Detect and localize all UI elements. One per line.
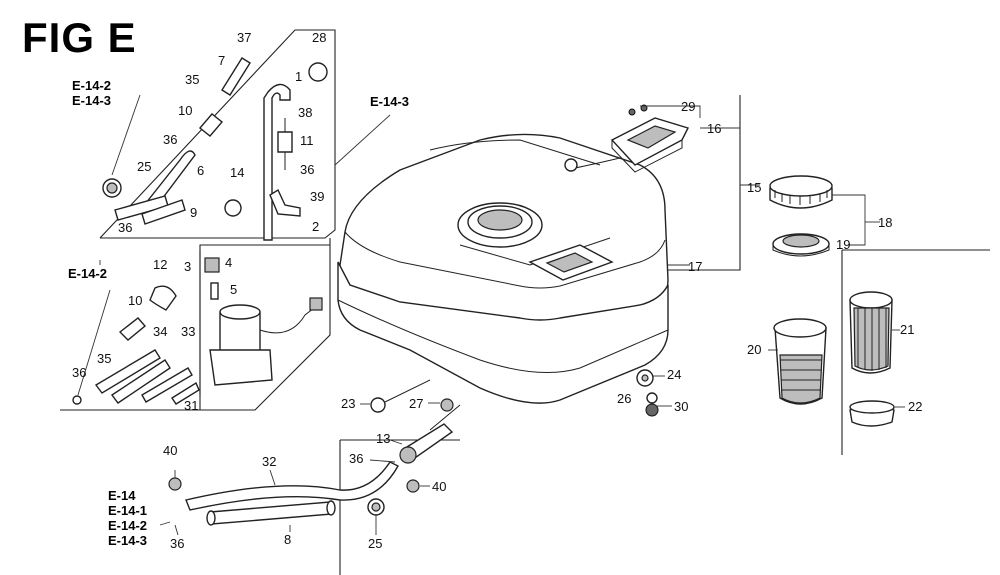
part-number[interactable]: 11: [300, 133, 314, 148]
frame-lines: [60, 29, 990, 575]
part-number[interactable]: 29: [681, 99, 696, 114]
part-number[interactable]: 34: [153, 324, 168, 339]
tank-small-parts: [370, 369, 659, 493]
leader-lines: [77, 94, 905, 536]
ref-label-e14-2[interactable]: E-14-2: [68, 266, 107, 281]
ref-line: E-14-3: [370, 94, 410, 109]
part-number[interactable]: 14: [230, 165, 245, 180]
ref-line: E-14-2: [68, 266, 108, 281]
figure-title: FIG E: [22, 14, 137, 61]
ref-line: E-14-3: [72, 93, 112, 108]
part-number[interactable]: 36: [118, 220, 133, 235]
part-number[interactable]: 36: [300, 162, 315, 177]
fuel-gauge: [564, 104, 689, 173]
part-number[interactable]: 18: [878, 215, 893, 230]
part-number[interactable]: 12: [153, 257, 168, 272]
ref-label-e14-group[interactable]: E-14 E-14-1 E-14-2 E-14-3: [108, 488, 147, 548]
part-number[interactable]: 7: [218, 53, 226, 68]
part-number[interactable]: 3: [184, 259, 192, 274]
part-number[interactable]: 26: [617, 391, 632, 406]
strainers: [773, 291, 895, 427]
ref-line: E-14-2: [72, 78, 112, 93]
ref-line: E-14-1: [108, 503, 148, 518]
ref-label-e14-3[interactable]: E-14-3: [370, 94, 409, 109]
part-number[interactable]: 17: [688, 259, 703, 274]
ref-label-e14-2-e14-3[interactable]: E-14-2 E-14-3: [72, 78, 111, 108]
part-number[interactable]: 2: [312, 219, 320, 234]
part-number[interactable]: 27: [409, 396, 424, 411]
part-number[interactable]: 25: [368, 536, 383, 551]
part-number[interactable]: 36: [72, 365, 87, 380]
upper-left-parts: [102, 57, 328, 241]
part-number[interactable]: 36: [349, 451, 364, 466]
fuel-tank: [337, 133, 669, 404]
part-number[interactable]: 40: [163, 443, 178, 458]
part-number[interactable]: 28: [312, 30, 327, 45]
part-number[interactable]: 37: [237, 30, 252, 45]
part-number[interactable]: 30: [674, 399, 689, 414]
fuel-cap: [769, 175, 833, 257]
part-number[interactable]: 19: [836, 237, 851, 252]
part-number[interactable]: 36: [170, 536, 185, 551]
ref-line: E-14-2: [108, 518, 148, 533]
fuel-pump-parts: [72, 257, 323, 405]
part-number[interactable]: 32: [262, 454, 277, 469]
part-number[interactable]: 10: [128, 293, 143, 308]
part-number[interactable]: 9: [190, 205, 198, 220]
part-number[interactable]: 24: [667, 367, 682, 382]
part-number[interactable]: 31: [184, 398, 199, 413]
part-number[interactable]: 15: [747, 180, 762, 195]
part-number[interactable]: 25: [137, 159, 152, 174]
part-number[interactable]: 36: [163, 132, 178, 147]
lower-hoses: [168, 461, 399, 526]
part-number[interactable]: 23: [341, 396, 356, 411]
part-number[interactable]: 22: [908, 399, 923, 414]
part-number[interactable]: 6: [197, 163, 205, 178]
ref-line: E-14: [108, 488, 136, 503]
part-number[interactable]: 40: [432, 479, 447, 494]
part-number[interactable]: 33: [181, 324, 196, 339]
part-number[interactable]: 38: [298, 105, 313, 120]
part-number[interactable]: 10: [178, 103, 193, 118]
part-number[interactable]: 20: [747, 342, 762, 357]
ref-line: E-14-3: [108, 533, 148, 548]
part-number[interactable]: 39: [310, 189, 325, 204]
part-number[interactable]: 16: [707, 121, 722, 136]
part-number[interactable]: 1: [295, 69, 303, 84]
part-number[interactable]: 8: [284, 532, 292, 547]
part-number[interactable]: 4: [225, 255, 233, 270]
part-number[interactable]: 5: [230, 282, 238, 297]
part-number[interactable]: 13: [376, 431, 391, 446]
part-number[interactable]: 21: [900, 322, 915, 337]
part-number[interactable]: 35: [185, 72, 200, 87]
part-number[interactable]: 35: [97, 351, 112, 366]
